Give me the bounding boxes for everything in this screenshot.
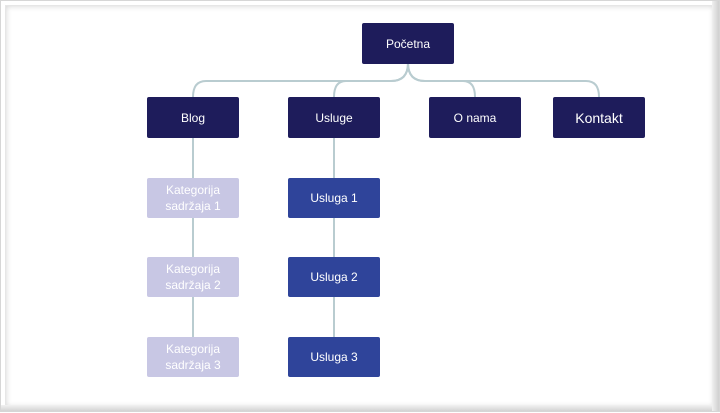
node-kategorija-3: Kategorija sadržaja 3	[147, 337, 239, 377]
node-usluga-1-label: Usluga 1	[310, 191, 358, 205]
node-usluga-3: Usluga 3	[288, 337, 380, 377]
node-blog: Blog	[147, 97, 239, 138]
node-usluge-label: Usluge	[315, 110, 353, 125]
node-blog-label: Blog	[180, 110, 206, 125]
node-kategorija-3-label: Kategorija sadržaja 3	[165, 342, 221, 372]
node-kategorija-1-label: Kategorija sadržaja 1	[165, 183, 221, 213]
frame-bottom-shade	[1, 405, 719, 411]
node-usluge: Usluge	[288, 97, 380, 138]
node-kontakt: Kontakt	[553, 97, 645, 138]
node-pocetna-label: Početna	[385, 36, 431, 51]
node-usluga-3-label: Usluga 3	[310, 350, 358, 364]
node-usluga-1: Usluga 1	[288, 178, 380, 218]
node-kategorija-2: Kategorija sadržaja 2	[147, 257, 239, 297]
node-usluga-2-label: Usluga 2	[310, 270, 358, 284]
node-o-nama-label: O nama	[453, 110, 497, 125]
node-usluga-2: Usluga 2	[288, 257, 380, 297]
node-pocetna: Početna	[362, 23, 454, 64]
node-kategorija-2-label: Kategorija sadržaja 2	[165, 262, 221, 292]
node-kategorija-1: Kategorija sadržaja 1	[147, 178, 239, 218]
connector-root-usluge	[333, 62, 409, 98]
connector-root-kontakt	[407, 62, 600, 98]
node-kontakt-label: Kontakt	[575, 109, 623, 126]
node-o-nama: O nama	[429, 97, 521, 138]
